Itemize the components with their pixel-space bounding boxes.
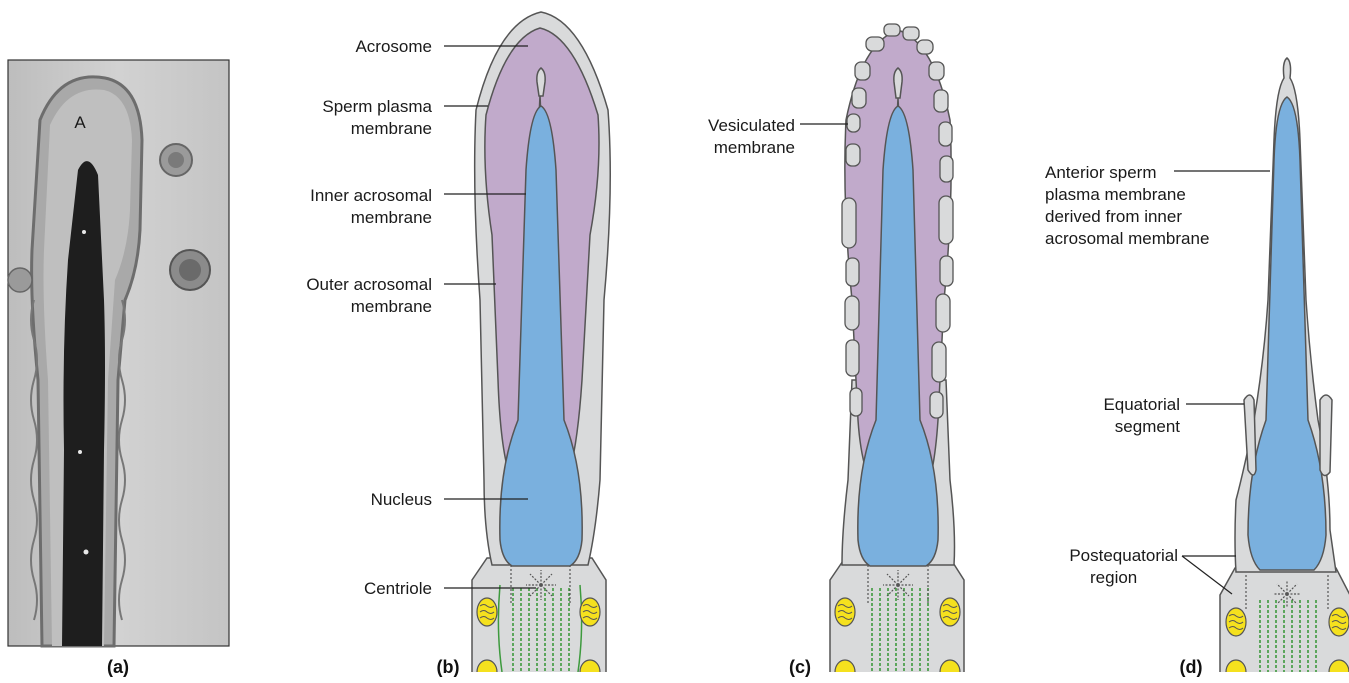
panel-a-label: (a) [107,657,129,677]
label-inner-acrosomal-line2: membrane [351,208,432,227]
label-postequatorial-line2: region [1090,568,1137,587]
panel-b-midpiece [472,558,606,683]
panel-c-sperm-head [830,24,964,683]
panel-c-midpiece [830,558,964,683]
label-anterior-line3: derived from inner [1045,207,1182,226]
panel-d-label: (d) [1180,657,1203,677]
panel-d-midpiece [1220,568,1349,683]
label-anterior-line4: acrosomal membrane [1045,229,1209,248]
label-sperm-plasma-membrane-line2: membrane [351,119,432,138]
label-equatorial-line1: Equatorial [1103,395,1180,414]
label-equatorial-line2: segment [1115,417,1180,436]
label-outer-acrosomal-line1: Outer acrosomal [306,275,432,294]
panel-d-nucleus [1248,97,1326,570]
panel-b-centriole [526,570,556,600]
micrograph-acrosome-letter: A [74,113,86,132]
panel-c-labels: Vesiculated membrane [708,116,848,157]
panel-d-sperm-head [1220,58,1349,683]
label-centriole: Centriole [364,579,432,598]
label-anterior-line1: Anterior sperm [1045,163,1156,182]
label-anterior-line2: plasma membrane [1045,185,1186,204]
label-outer-acrosomal-line2: membrane [351,297,432,316]
label-vesiculated-line2: membrane [714,138,795,157]
panel-b-label: (b) [437,657,460,677]
label-postequatorial-line1: Postequatorial [1069,546,1178,565]
panel-c-centriole [883,570,913,600]
panel-b-sperm-head [472,12,610,683]
label-nucleus: Nucleus [371,490,432,509]
panel-d-equatorial-right [1320,395,1332,476]
label-acrosome: Acrosome [355,37,432,56]
label-vesiculated-line1: Vesiculated [708,116,795,135]
panel-c-label: (c) [789,657,811,677]
label-sperm-plasma-membrane-line1: Sperm plasma [322,97,432,116]
label-inner-acrosomal-line1: Inner acrosomal [310,186,432,205]
panel-a-micrograph: A [8,60,229,646]
